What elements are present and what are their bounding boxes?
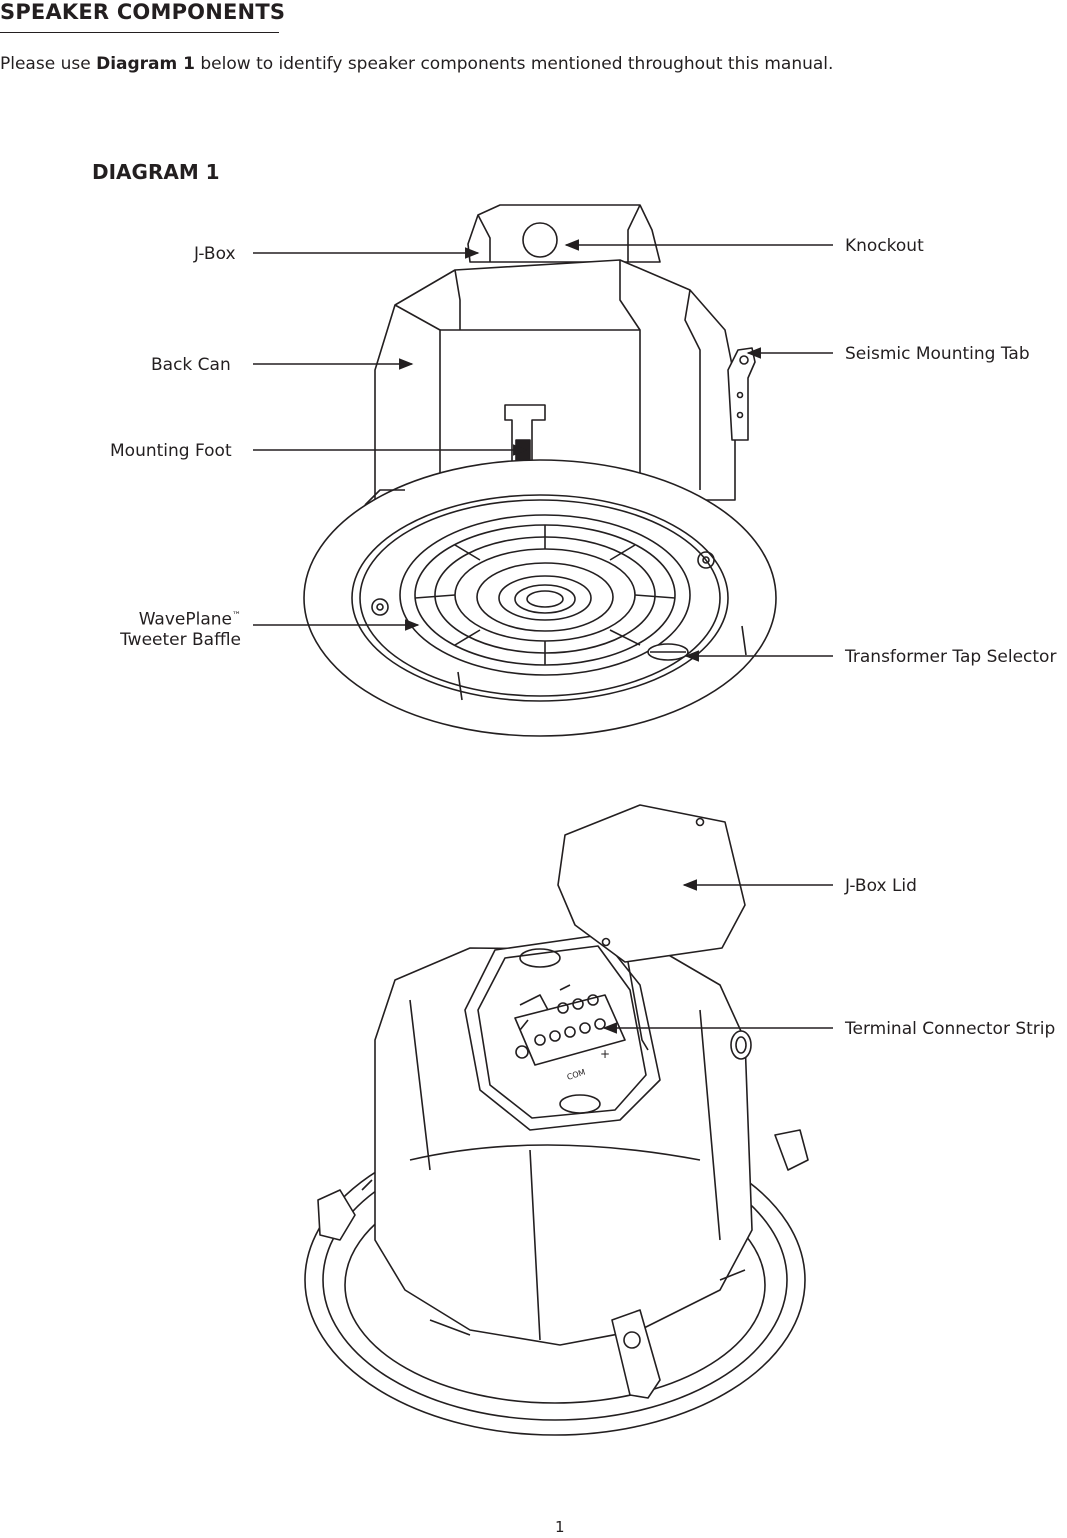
rear-knockout-top (519, 948, 561, 968)
screw-right (697, 551, 715, 569)
intro-text-before: Please use (0, 54, 97, 74)
tweeter-baffle (399, 514, 691, 676)
rear-clip-bottom (611, 1309, 661, 1399)
diagram-title: DIAGRAM 1 (92, 160, 220, 184)
rear-knockout-bottom (559, 1094, 601, 1114)
jbox-shape (467, 204, 661, 263)
ground-screw (515, 1045, 529, 1059)
label-mounting-foot: Mounting Foot (110, 441, 232, 461)
intro-text-after: below to identify speaker components men… (194, 54, 834, 74)
label-transformer-tap-selector: Transformer Tap Selector (845, 647, 1057, 667)
knockout-hole (522, 222, 558, 258)
rear-seismic-tab (730, 1030, 752, 1060)
speaker-rear-view: COM + (304, 804, 809, 1436)
speaker-front-view (303, 204, 777, 737)
label-tweeter-baffle: Tweeter Baffle (120, 629, 241, 650)
label-waveplane: WavePlane (138, 609, 232, 630)
intro-diagram-reference: Diagram 1 (96, 54, 195, 74)
trademark-symbol: ™ (232, 611, 241, 621)
terminal-connector-strip (514, 984, 626, 1066)
callout-leaders (253, 239, 833, 1034)
label-jbox-lid: J-Box Lid (845, 876, 917, 896)
label-knockout: Knockout (845, 236, 924, 256)
label-seismic-mounting-tab: Seismic Mounting Tab (845, 344, 1030, 364)
label-waveplane-tweeter-baffle: WavePlane™ Tweeter Baffle (110, 606, 241, 650)
page-number: 1 (555, 1518, 565, 1536)
jbox-lid-shape (557, 804, 746, 963)
label-back-can: Back Can (151, 355, 231, 375)
screw-left (371, 598, 389, 616)
rear-clip-right (774, 1129, 809, 1171)
terminal-plus-marking: + (600, 1047, 610, 1061)
label-terminal-connector-strip: Terminal Connector Strip (845, 1019, 1056, 1039)
flange-outer-ring (303, 459, 777, 737)
section-heading: SPEAKER COMPONENTS (0, 0, 286, 24)
intro-paragraph: Please use Diagram 1 below to identify s… (0, 53, 833, 75)
heading-underline (0, 32, 279, 33)
rear-clip-left (317, 1189, 356, 1241)
label-jbox: J-Box (194, 244, 236, 264)
